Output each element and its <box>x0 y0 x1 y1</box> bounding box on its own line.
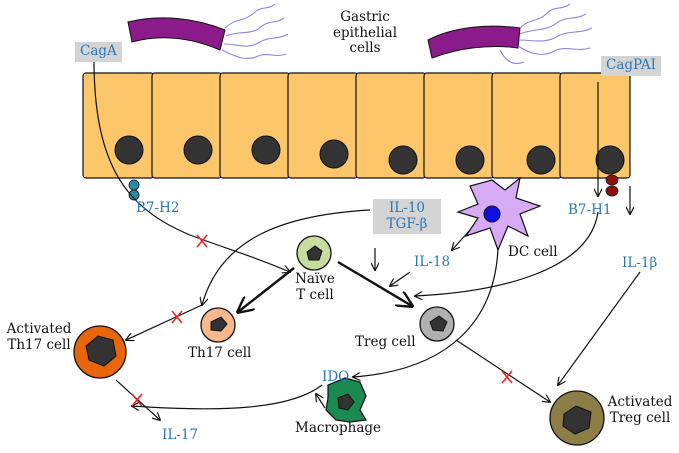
activated-th17-line: Activated <box>6 321 72 337</box>
il17-label: IL-17 <box>162 427 199 443</box>
il10-text: IL-10 <box>388 200 426 216</box>
th17-cell-label: Th17 cell <box>188 345 252 361</box>
cell-nucleus <box>595 145 625 175</box>
il10-tgfb-label: IL-10 TGF-β <box>373 199 441 235</box>
activated-treg-cell <box>549 390 605 446</box>
activated-th17-cell <box>73 325 127 379</box>
activated-treg-label: Activated Treg cell <box>604 394 676 426</box>
epithelial-cell <box>82 72 155 179</box>
b7h2-marker-dot <box>128 179 140 191</box>
arrow-il18-treg <box>390 271 411 286</box>
macrophage-label: Macrophage <box>295 420 382 436</box>
arrow-naive-th17 <box>238 267 295 312</box>
blocked-mark <box>501 370 513 384</box>
arrow-dc-il18 <box>452 229 471 250</box>
arrow-caga-naive <box>93 59 290 272</box>
activated-th17-label: Activated Th17 cell <box>2 321 76 353</box>
gastric-label-line: cells <box>349 40 381 57</box>
gastric-epithelial-label: Gastric epithelial cells <box>325 9 405 57</box>
blocked-mark <box>171 310 183 324</box>
blocked-mark <box>196 234 208 248</box>
gastric-label-line: Gastric <box>340 9 390 25</box>
cell-nucleus <box>183 135 213 165</box>
cell-nucleus <box>251 135 281 165</box>
bacterium-left <box>127 3 289 59</box>
treg-cell <box>419 306 455 342</box>
naive-label-line: Naïve <box>295 271 335 287</box>
cell-nucleus <box>455 145 485 175</box>
naive-t-cell <box>296 235 332 271</box>
b7h1-label: B7-H1 <box>568 202 612 218</box>
cell-nucleus <box>526 145 556 175</box>
b7h2-label: B7-H2 <box>136 200 180 216</box>
gastric-label-line: epithelial <box>332 24 398 41</box>
arrow-b7h1-treg <box>415 211 599 296</box>
cagpai-label: CagPAI <box>601 56 661 76</box>
dc-nucleus <box>483 205 501 223</box>
arrow-il1b-activated-treg <box>558 271 641 385</box>
epithelial-cell <box>219 72 291 179</box>
caga-label: CagA <box>75 42 122 62</box>
b7h1-marker-dot <box>605 174 619 186</box>
dc-cell-label: DC cell <box>508 244 558 260</box>
arrow-ido-activated-th17 <box>132 384 323 409</box>
blocked-mark <box>131 393 143 407</box>
il1b-label: IL-1β <box>622 255 658 271</box>
b7h1-marker-dot <box>605 185 619 197</box>
activated-th17-line: Th17 cell <box>7 336 71 353</box>
naive-t-cell-label: Naïve T cell <box>288 271 342 303</box>
arrow-naive-treg <box>337 260 412 306</box>
cell-nucleus <box>114 135 144 165</box>
activated-treg-line: Activated <box>607 394 673 410</box>
arrow-il10-th17 <box>202 209 371 305</box>
naive-label-line: T cell <box>296 286 334 303</box>
bacterium-right <box>427 3 593 65</box>
cell-nucleus <box>388 145 418 175</box>
dc-cell <box>456 176 542 252</box>
arrow-macrophage-ido <box>316 394 326 409</box>
tgfb-text: TGF-β <box>386 215 428 232</box>
il18-label: IL-18 <box>414 254 451 270</box>
cell-nucleus <box>319 139 349 169</box>
ido-label: IDO <box>322 369 350 385</box>
epithelial-layer <box>82 72 631 179</box>
th17-cell <box>200 307 236 343</box>
arrow-dc-ido <box>353 247 499 377</box>
epithelial-cell <box>151 72 223 179</box>
activated-treg-line: Treg cell <box>609 409 671 426</box>
b7h2-marker-dot <box>128 189 140 201</box>
arrow-th17-activated <box>126 304 203 340</box>
treg-cell-label: Treg cell <box>355 334 416 350</box>
